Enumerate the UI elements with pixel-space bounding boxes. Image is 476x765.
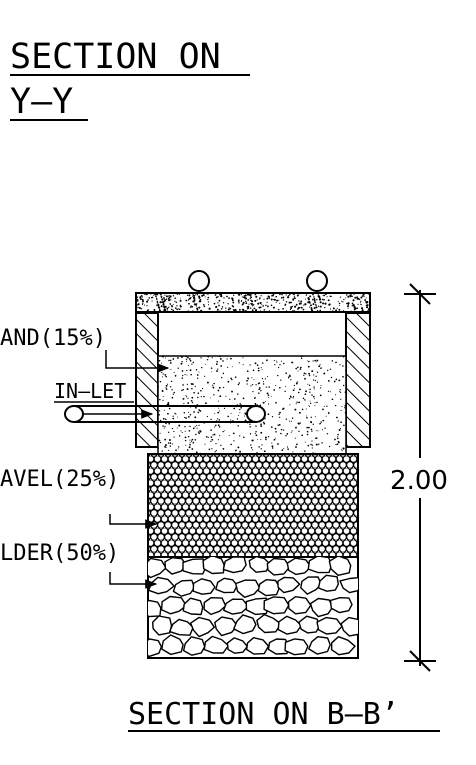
bottom-title: SECTION ON B—B’: [128, 697, 399, 732]
leader-gravel: [109, 514, 158, 529]
lifting-hook-left: [188, 270, 210, 292]
label-gravel: AVEL(25%): [0, 467, 119, 492]
wall-right: [345, 312, 371, 448]
label-boulder: LDER(50%): [0, 541, 119, 566]
boulder-layer: [147, 556, 359, 659]
gravel-layer: [147, 453, 359, 558]
leader-sand: [105, 350, 170, 373]
wall-left: [135, 312, 159, 448]
cover-slab: [135, 292, 371, 313]
top-title-line1: SECTION ON: [10, 37, 221, 77]
top-title-line2: Y—Y: [10, 82, 73, 122]
leader-boulder: [109, 572, 158, 589]
dimension-value: 2.00: [390, 466, 448, 496]
label-inlet: IN—LET: [54, 379, 126, 403]
inlet-pipe: [64, 405, 266, 423]
label-sand: AND(15%): [0, 326, 106, 351]
lifting-hook-right: [306, 270, 328, 292]
height-dimension: [384, 283, 450, 672]
